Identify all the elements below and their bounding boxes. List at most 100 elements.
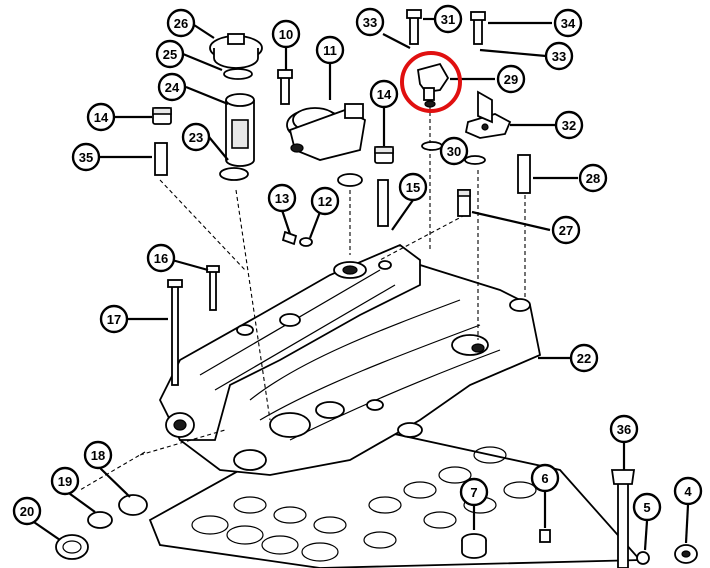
callout-circle (155, 39, 185, 69)
callout-22: 22 (569, 343, 599, 373)
callout-11: 11 (315, 35, 345, 65)
callout-14: 14 (86, 102, 116, 132)
callout-circle (553, 8, 583, 38)
upper-intake-plenum (158, 243, 421, 441)
callout-26: 26 (166, 8, 196, 38)
oil-filler-tube (225, 93, 255, 167)
spacer-right (374, 146, 394, 164)
callout-24: 24 (157, 72, 187, 102)
bolt-16 (206, 265, 220, 311)
callout-number: 34 (561, 16, 576, 31)
callout-circle (315, 35, 345, 65)
callout-number: 5 (643, 500, 650, 515)
callout-number: 35 (79, 150, 93, 165)
callout-number: 27 (559, 223, 573, 238)
callout-circle (355, 7, 385, 37)
callout-number: 23 (189, 130, 203, 145)
callout-18: 18 (83, 440, 113, 470)
callout-number: 18 (91, 448, 105, 463)
callout-circle (50, 466, 80, 496)
callout-circle (459, 477, 489, 507)
callout-number: 7 (470, 485, 477, 500)
sensor-32 (464, 113, 512, 139)
callout-circle (267, 183, 297, 213)
assembly-guides (79, 105, 526, 491)
callout-circle (86, 102, 116, 132)
callout-33: 33 (355, 7, 385, 37)
stud-left (154, 142, 168, 176)
callout-5: 5 (632, 492, 662, 522)
o-ring-11 (337, 173, 363, 187)
callout-12: 12 (310, 186, 340, 216)
callout-number: 29 (504, 72, 518, 87)
callout-number: 26 (174, 16, 188, 31)
callout-circle (157, 72, 187, 102)
callout-circle (609, 414, 639, 444)
callout-number: 17 (107, 312, 121, 327)
callout-16: 16 (146, 243, 176, 273)
callout-number: 4 (684, 484, 692, 499)
callout-circle (181, 122, 211, 152)
part-7-grommet (461, 533, 487, 559)
leader-lines (27, 17, 690, 551)
callout-number: 31 (441, 12, 455, 27)
callout-circle (554, 110, 584, 140)
callout-7: 7 (459, 477, 489, 507)
callout-13: 13 (267, 183, 297, 213)
callout-number: 14 (94, 110, 109, 125)
callout-number: 22 (577, 351, 591, 366)
callout-circle (496, 64, 526, 94)
bracket-plate (477, 90, 493, 124)
bolt-31 (406, 9, 422, 45)
camshaft-sensor-29 (416, 62, 450, 108)
callout-circle (83, 440, 113, 470)
part-6-plug (539, 529, 551, 543)
callout-10: 10 (271, 19, 301, 49)
callout-14: 14 (369, 79, 399, 109)
bolt-13 (281, 230, 298, 246)
seal-18 (118, 494, 148, 516)
filler-seal-ring (223, 68, 253, 80)
callout-circle (99, 304, 129, 334)
callout-circle (369, 79, 399, 109)
callout-19: 19 (50, 466, 80, 496)
seal-20 (55, 534, 89, 560)
callout-number: 13 (275, 191, 289, 206)
callout-circle (166, 8, 196, 38)
callout-number: 16 (154, 251, 168, 266)
stud-28 (517, 154, 531, 194)
bolt-36 (610, 469, 636, 568)
callout-number: 30 (447, 144, 461, 159)
seal-19 (87, 511, 113, 529)
callout-number: 20 (20, 504, 34, 519)
callout-number: 19 (58, 474, 72, 489)
callout-number: 24 (165, 80, 180, 95)
callout-number: 36 (617, 422, 631, 437)
callout-circle (12, 496, 42, 526)
part-5 (636, 551, 650, 565)
callout-number: 25 (163, 47, 177, 62)
callout-circle (530, 463, 560, 493)
callout-6: 6 (530, 463, 560, 493)
callout-circle (439, 136, 469, 166)
callout-number: 15 (406, 180, 420, 195)
map-sensor-assembly (286, 103, 366, 161)
callout-circle (673, 476, 703, 506)
callout-number: 14 (377, 87, 392, 102)
callout-20: 20 (12, 496, 42, 526)
washer-12 (299, 237, 313, 247)
callout-28: 28 (578, 163, 608, 193)
callout-4: 4 (673, 476, 703, 506)
callout-15: 15 (398, 172, 428, 202)
callout-33: 33 (544, 41, 574, 71)
callout-23: 23 (181, 122, 211, 152)
callout-36: 36 (609, 414, 639, 444)
callout-circle (146, 243, 176, 273)
filler-tube-grommet (219, 167, 249, 181)
bolt-17 (167, 279, 183, 386)
callout-number: 12 (318, 194, 332, 209)
callout-25: 25 (155, 39, 185, 69)
stud-15 (377, 179, 389, 227)
stud-27 (457, 189, 471, 217)
